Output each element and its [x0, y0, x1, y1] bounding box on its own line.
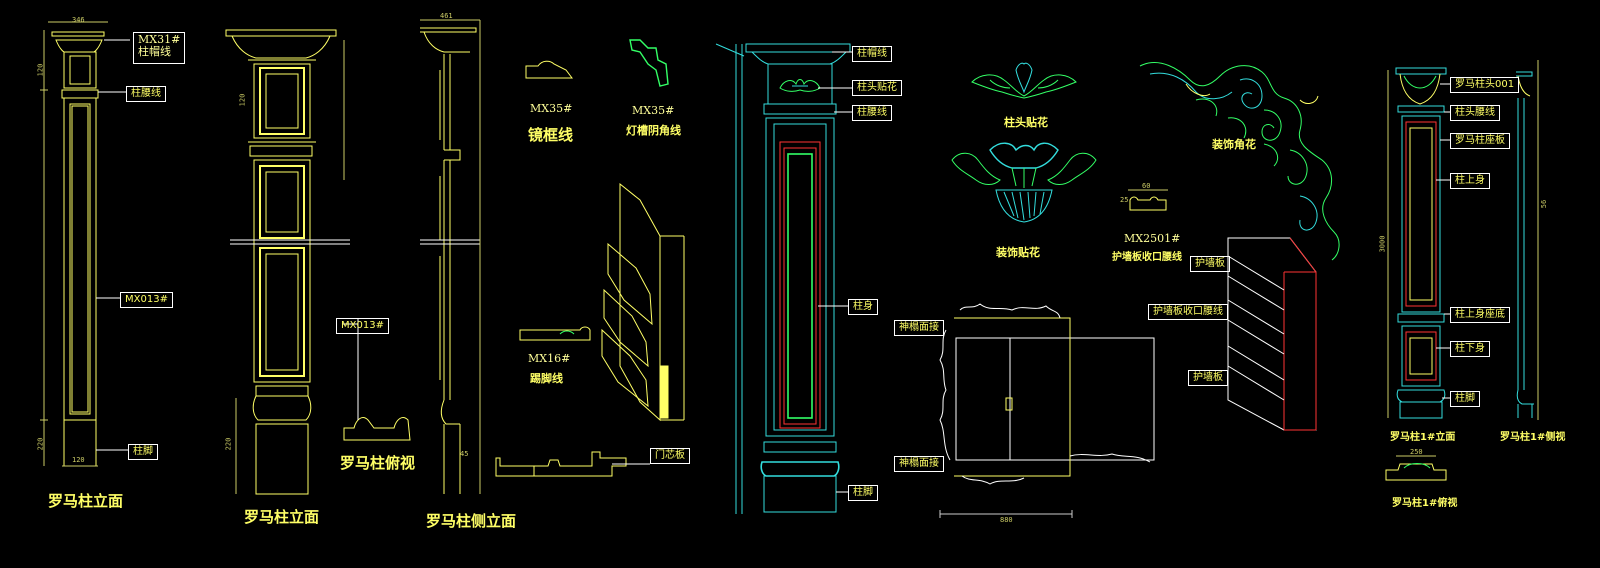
mx35b-name: 灯槽阴角线 — [626, 124, 681, 137]
caption-deco-applique: 装饰贴花 — [996, 246, 1040, 259]
label-wall-panel-2: 护墙板 — [1188, 370, 1228, 386]
column-elevation-2 — [225, 29, 350, 495]
caption-elevation-2: 罗马柱立面 — [244, 508, 320, 526]
label-plan-1: 神榻面接 — [894, 320, 944, 336]
caption-right-elevation: 罗马柱1#立面 — [1390, 432, 1456, 443]
dim-right-side: 56 — [1540, 199, 1549, 209]
dim-mx2501-w: 60 — [1142, 182, 1151, 190]
label-right-upper-base: 柱上身座底 — [1450, 307, 1510, 323]
label-foot-1: 柱脚 — [128, 444, 158, 460]
right-column-plan — [1385, 455, 1447, 481]
label-mx31-box: MX31# 柱帽线 — [133, 32, 186, 64]
column-side-elevation — [420, 19, 481, 494]
label-column-belt: 柱腰线 — [852, 105, 892, 121]
label-mx31-code: MX31# — [138, 33, 181, 46]
label-wall-panel-1: 护墙板 — [1190, 256, 1230, 272]
label-right-lower: 柱下身 — [1450, 341, 1490, 357]
profile-mx35-cove — [629, 39, 669, 87]
dim-side-1: 220 — [36, 437, 45, 451]
dim-top-1: 346 — [72, 16, 85, 24]
head-applique-small — [779, 79, 821, 92]
main-column-elevation — [715, 43, 851, 514]
wall-panel-3d — [1227, 237, 1317, 431]
caption-head-applique: 柱头贴花 — [1004, 116, 1048, 129]
mx35a-code: MX35# — [530, 102, 573, 115]
label-body-1: MX013# — [120, 292, 173, 308]
label-column-cap: 柱帽线 — [852, 46, 892, 62]
profile-skirting-3d — [601, 182, 685, 422]
label-belt-1: 柱腰线 — [126, 86, 166, 102]
caption-plan-2: 罗马柱俯视 — [340, 454, 416, 472]
dim-3b: 45 — [460, 450, 469, 458]
label-body-2: MX013# — [336, 318, 389, 334]
plan-view — [939, 303, 1155, 518]
corner-ornament — [1139, 62, 1340, 261]
head-applique-ornament — [971, 62, 1077, 99]
profile-mx35-frame — [525, 60, 573, 79]
dim-2a: 220 — [224, 437, 233, 451]
label-column-foot: 柱脚 — [848, 485, 878, 501]
right-column-elevation — [1387, 67, 1447, 419]
dim-side-2: 120 — [36, 63, 45, 77]
mx16-name: 踢脚线 — [530, 372, 563, 385]
column-elevation-1 — [40, 21, 108, 467]
label-right-seat: 罗马柱座板 — [1450, 133, 1510, 149]
label-wall-panel-belt: 护墙板收口腰线 — [1148, 304, 1228, 320]
mx35b-code: MX35# — [632, 104, 675, 117]
right-column-side — [1516, 60, 1539, 420]
dim-2b: 120 — [238, 93, 247, 107]
mx35a-name: 镜框线 — [528, 126, 574, 144]
label-column-head-applique: 柱头贴花 — [852, 80, 902, 96]
dim-mx2501-h: 25 — [1120, 196, 1129, 204]
caption-right-side: 罗马柱1#侧视 — [1500, 432, 1566, 443]
label-right-head: 罗马柱头001 — [1450, 77, 1520, 93]
mx2501-code: MX2501# — [1124, 232, 1181, 245]
column-plan-profile — [342, 318, 411, 441]
label-mx31-name: 柱帽线 — [138, 45, 171, 58]
caption-right-plan: 罗马柱1#俯视 — [1392, 498, 1458, 509]
leader-lines-1 — [96, 39, 130, 451]
dim-right-plan: 250 — [1410, 448, 1423, 456]
label-plan-2: 神榻面接 — [894, 456, 944, 472]
profile-door-core — [495, 451, 650, 477]
caption-side-elevation: 罗马柱侧立面 — [426, 512, 517, 530]
leader-lines-right — [1436, 83, 1450, 399]
dim-bottom-1: 120 — [72, 456, 85, 464]
profile-mx2501 — [1128, 189, 1168, 211]
caption-corner-ornament: 装饰角花 — [1212, 138, 1256, 151]
caption-elevation-1: 罗马柱立面 — [48, 492, 124, 510]
dim-plan: 880 — [1000, 516, 1013, 524]
deco-applique-ornament — [951, 142, 1097, 223]
dim-3a: 461 — [440, 12, 453, 20]
mx16-code: MX16# — [528, 352, 571, 365]
label-right-foot: 柱脚 — [1450, 391, 1480, 407]
label-right-head-belt: 柱头腰线 — [1450, 105, 1500, 121]
label-right-upper: 柱上身 — [1450, 173, 1490, 189]
leader-lines-column — [818, 51, 852, 493]
dim-right-height: 3000 — [1378, 235, 1387, 253]
profile-mx16-skirting — [519, 326, 591, 341]
label-door-core: 门芯板 — [650, 448, 690, 464]
mx2501-name: 护墙板收口腰线 — [1112, 252, 1182, 263]
label-column-body: 柱身 — [848, 299, 878, 315]
